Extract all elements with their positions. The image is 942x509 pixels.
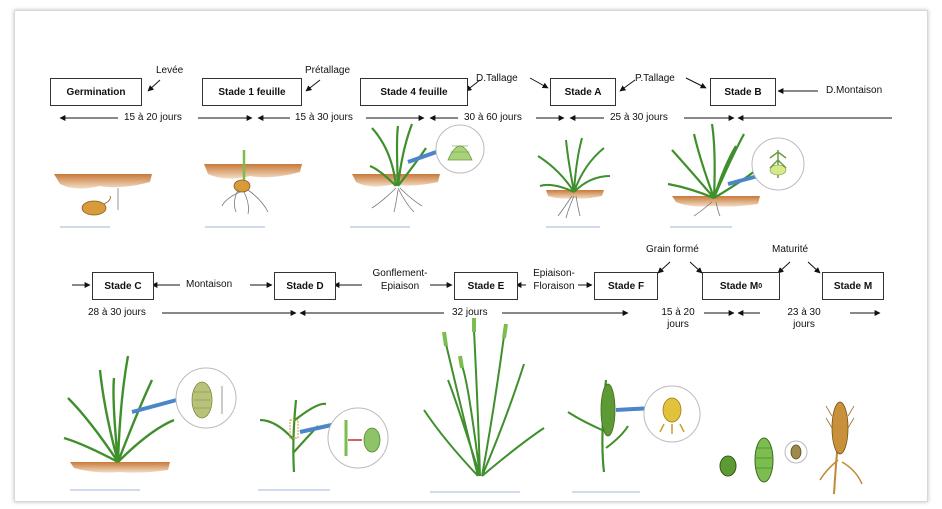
transition-levee: Levée xyxy=(156,65,183,77)
stage-e: Stade E xyxy=(454,272,518,300)
transition-maturite: Maturité xyxy=(772,244,808,256)
arrow-pretallage xyxy=(306,80,320,91)
duration-30-60: 30 à 60 jours xyxy=(464,112,522,124)
stadeM0-illustration xyxy=(720,438,807,482)
arrow-grain-forme-left xyxy=(658,262,670,273)
duration-15-20-row2: 15 à 20 xyxy=(656,307,700,319)
arrow-ptallage xyxy=(620,80,635,91)
stage-c: Stade C xyxy=(92,272,154,300)
stage-a: Stade A xyxy=(550,78,616,106)
stage-germination: Germination xyxy=(50,78,142,106)
stadeA-illustration xyxy=(538,138,610,227)
transition-dtallage: D.Tallage xyxy=(476,73,518,85)
transition-montaison: Montaison xyxy=(186,279,232,291)
stadeB-illustration xyxy=(668,124,804,227)
stage-4-feuille: Stade 4 feuille xyxy=(360,78,468,106)
duration-32: 32 jours xyxy=(452,307,488,319)
stage-b: Stade B xyxy=(710,78,776,106)
stage-d: Stade D xyxy=(274,272,336,300)
stage-1-feuille: Stade 1 feuille xyxy=(202,78,302,106)
arrow-maturite-right xyxy=(808,262,820,273)
arrow-ptallage-right xyxy=(686,78,706,88)
transition-floraison: Floraison xyxy=(526,281,582,293)
stade4-illustration xyxy=(350,124,484,227)
stadeF-illustration xyxy=(568,380,700,492)
arrow-levee xyxy=(148,80,160,91)
stage-m0-label: Stade M xyxy=(720,281,758,292)
stade1-illustration xyxy=(204,150,302,227)
transition-dmontaison: D.Montaison xyxy=(826,85,882,97)
stage-m0-subscript: 0 xyxy=(758,283,762,290)
transition-gonflement: Gonflement- xyxy=(368,268,432,280)
arrow-dtallage-right xyxy=(530,78,548,88)
transition-epiaison: Epiaison xyxy=(368,281,432,293)
transition-grain-forme: Grain formé xyxy=(646,244,699,256)
duration-jours-row2b: jours xyxy=(782,319,826,331)
germination-illustration xyxy=(54,174,152,227)
duration-jours-row2a: jours xyxy=(656,319,700,331)
duration-15-20: 15 à 20 jours xyxy=(124,112,182,124)
stage-m: Stade M xyxy=(822,272,884,300)
stadeM-illustration xyxy=(820,402,862,494)
stadeD-illustration xyxy=(258,400,388,490)
transition-pretallage: Prétallage xyxy=(305,65,350,77)
arrow-grain-forme-right xyxy=(690,262,702,273)
transition-ptallage: P.Tallage xyxy=(635,73,675,85)
duration-23-30: 23 à 30 xyxy=(782,307,826,319)
duration-28-30: 28 à 30 jours xyxy=(88,307,146,319)
stadeE-illustration xyxy=(424,318,544,492)
stadeC-illustration xyxy=(64,356,236,490)
stage-m0: Stade M0 xyxy=(702,272,780,300)
stage-f: Stade F xyxy=(594,272,658,300)
duration-15-30: 15 à 30 jours xyxy=(295,112,353,124)
duration-25-30: 25 à 30 jours xyxy=(610,112,668,124)
transition-epiaison-floraison: Epiaison- xyxy=(526,268,582,280)
